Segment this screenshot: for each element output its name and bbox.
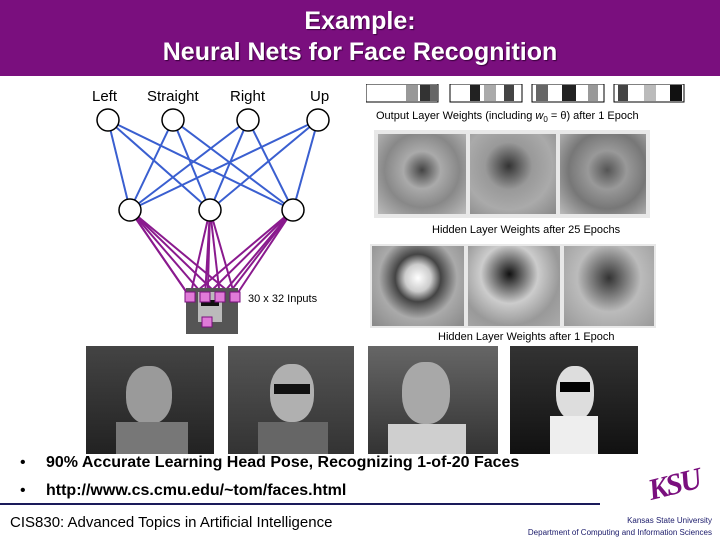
- hidden-node-1: [118, 198, 142, 222]
- weight-image-5: [468, 246, 560, 326]
- input-units: [184, 291, 241, 328]
- weight-image-2: [470, 134, 556, 214]
- title-line-2: Neural Nets for Face Recognition: [162, 38, 558, 66]
- output-node-right: [236, 108, 260, 132]
- output-label-right: Right: [230, 88, 266, 105]
- bullet-url[interactable]: •http://www.cs.cmu.edu/~tom/faces.html: [20, 482, 347, 499]
- department-name: Department of Computing and Information …: [527, 528, 712, 537]
- caption-hidden-25: Hidden Layer Weights after 25 Epochs: [432, 224, 621, 236]
- face-photo-2: [228, 346, 354, 454]
- title-line-1: Example:: [304, 7, 416, 35]
- face-photo-3: [368, 346, 498, 454]
- title-bar: Example: Neural Nets for Face Recognitio…: [0, 0, 720, 76]
- hidden-node-2: [198, 198, 222, 222]
- output-hidden-edges: [107, 119, 319, 211]
- weight-image-3: [560, 134, 646, 214]
- network-diagram: [96, 108, 330, 334]
- bullet-accuracy: •90% Accurate Learning Head Pose, Recogn…: [20, 454, 520, 471]
- output-weight-strips: [366, 84, 685, 103]
- hidden-weights-1-panel: [370, 244, 656, 328]
- face-photo-4: [510, 346, 638, 454]
- caption-hidden-1: Hidden Layer Weights after 1 Epoch: [438, 331, 615, 343]
- output-label-up: Up: [310, 88, 330, 105]
- footer-divider: [0, 503, 600, 505]
- output-label-straight: Straight: [147, 88, 199, 105]
- university-name: Kansas State University: [627, 516, 712, 525]
- hidden-weights-25-panel: [374, 130, 650, 218]
- course-title: CIS830: Advanced Topics in Artificial In…: [10, 514, 333, 531]
- output-node-left: [96, 108, 120, 132]
- weight-image-6: [564, 246, 654, 326]
- weight-image-4: [372, 246, 464, 326]
- caption-output-weights: Output Layer Weights (including w0 = θ) …: [376, 110, 639, 125]
- output-node-straight: [161, 108, 185, 132]
- weight-image-1: [378, 134, 466, 214]
- ksu-logo: KSU: [644, 462, 704, 507]
- hidden-node-3: [281, 198, 305, 222]
- output-label-left: Left: [92, 88, 118, 105]
- output-node-up: [306, 108, 330, 132]
- face-photo-1: [86, 346, 214, 454]
- caption-inputs: 30 x 32 Inputs: [248, 293, 318, 305]
